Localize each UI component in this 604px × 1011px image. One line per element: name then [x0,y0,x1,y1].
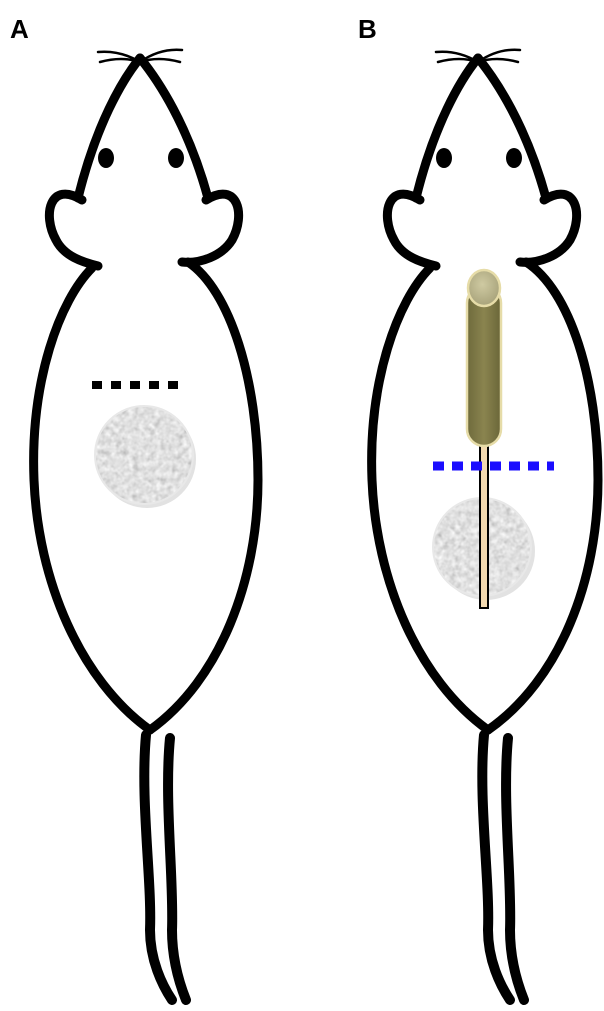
left-eye [98,148,114,168]
rat-outline-icon [34,50,258,1000]
panel-b [372,50,598,1000]
left-eye [436,148,452,168]
right-eye [506,148,522,168]
tumor-disc-icon [95,406,196,508]
right-eye [168,148,184,168]
implant-cylinder-icon [467,270,501,446]
panel-label-b: B [358,16,377,42]
panel-a [34,50,258,1000]
panel-label-a: A [10,16,29,42]
